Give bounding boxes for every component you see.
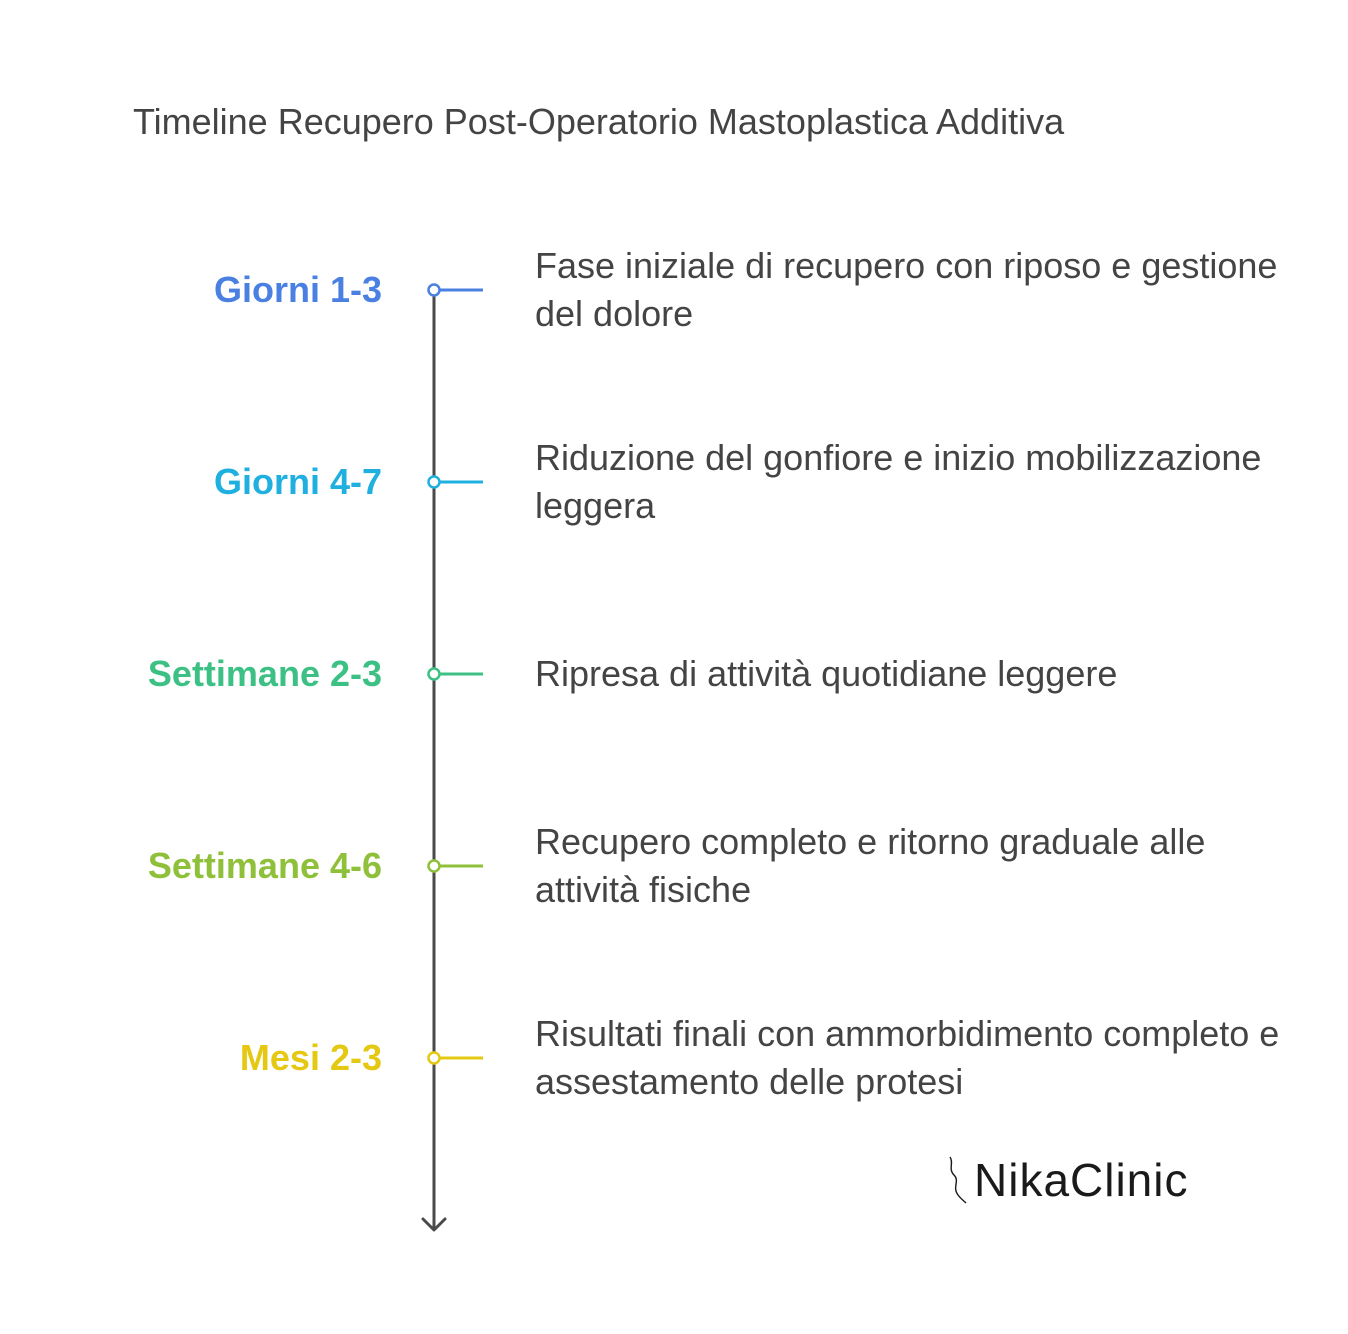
timeline-arrowhead [421, 1217, 447, 1232]
stage-label-mesi-2-3: Mesi 2-3 [239, 1037, 382, 1078]
diagram-title: Timeline Recupero Post-Operatorio Mastop… [133, 101, 1065, 142]
stage-description-giorni-1-3: Fase iniziale di recupero con riposo e g… [535, 245, 1278, 334]
marker-giorni-4-7 [427, 475, 441, 489]
stage-description-settimane-4-6: Recupero completo e ritorno graduale all… [535, 821, 1206, 910]
stage-label-settimane-4-6: Settimane 4-6 [147, 845, 382, 886]
logo-mark-icon [949, 1156, 967, 1204]
marker-giorni-1-3 [427, 283, 441, 297]
stage-label-giorni-1-3: Giorni 1-3 [213, 269, 382, 310]
stage-description-settimane-2-3: Ripresa di attività quotidiane leggere [535, 653, 1118, 694]
stage-description-giorni-4-7: Riduzione del gonfiore e inizio mobilizz… [535, 437, 1262, 526]
marker-mesi-2-3 [427, 1051, 441, 1065]
stage-description-mesi-2-3: Risultati finali con ammorbidimento comp… [535, 1013, 1280, 1102]
marker-settimane-2-3 [427, 667, 441, 681]
stage-label-settimane-2-3: Settimane 2-3 [147, 653, 382, 694]
nikaclinic-logo: NikaClinic [944, 1152, 1188, 1208]
logo-text: NikaClinic [974, 1154, 1189, 1206]
stage-label-giorni-4-7: Giorni 4-7 [213, 461, 382, 502]
marker-settimane-4-6 [427, 859, 441, 873]
